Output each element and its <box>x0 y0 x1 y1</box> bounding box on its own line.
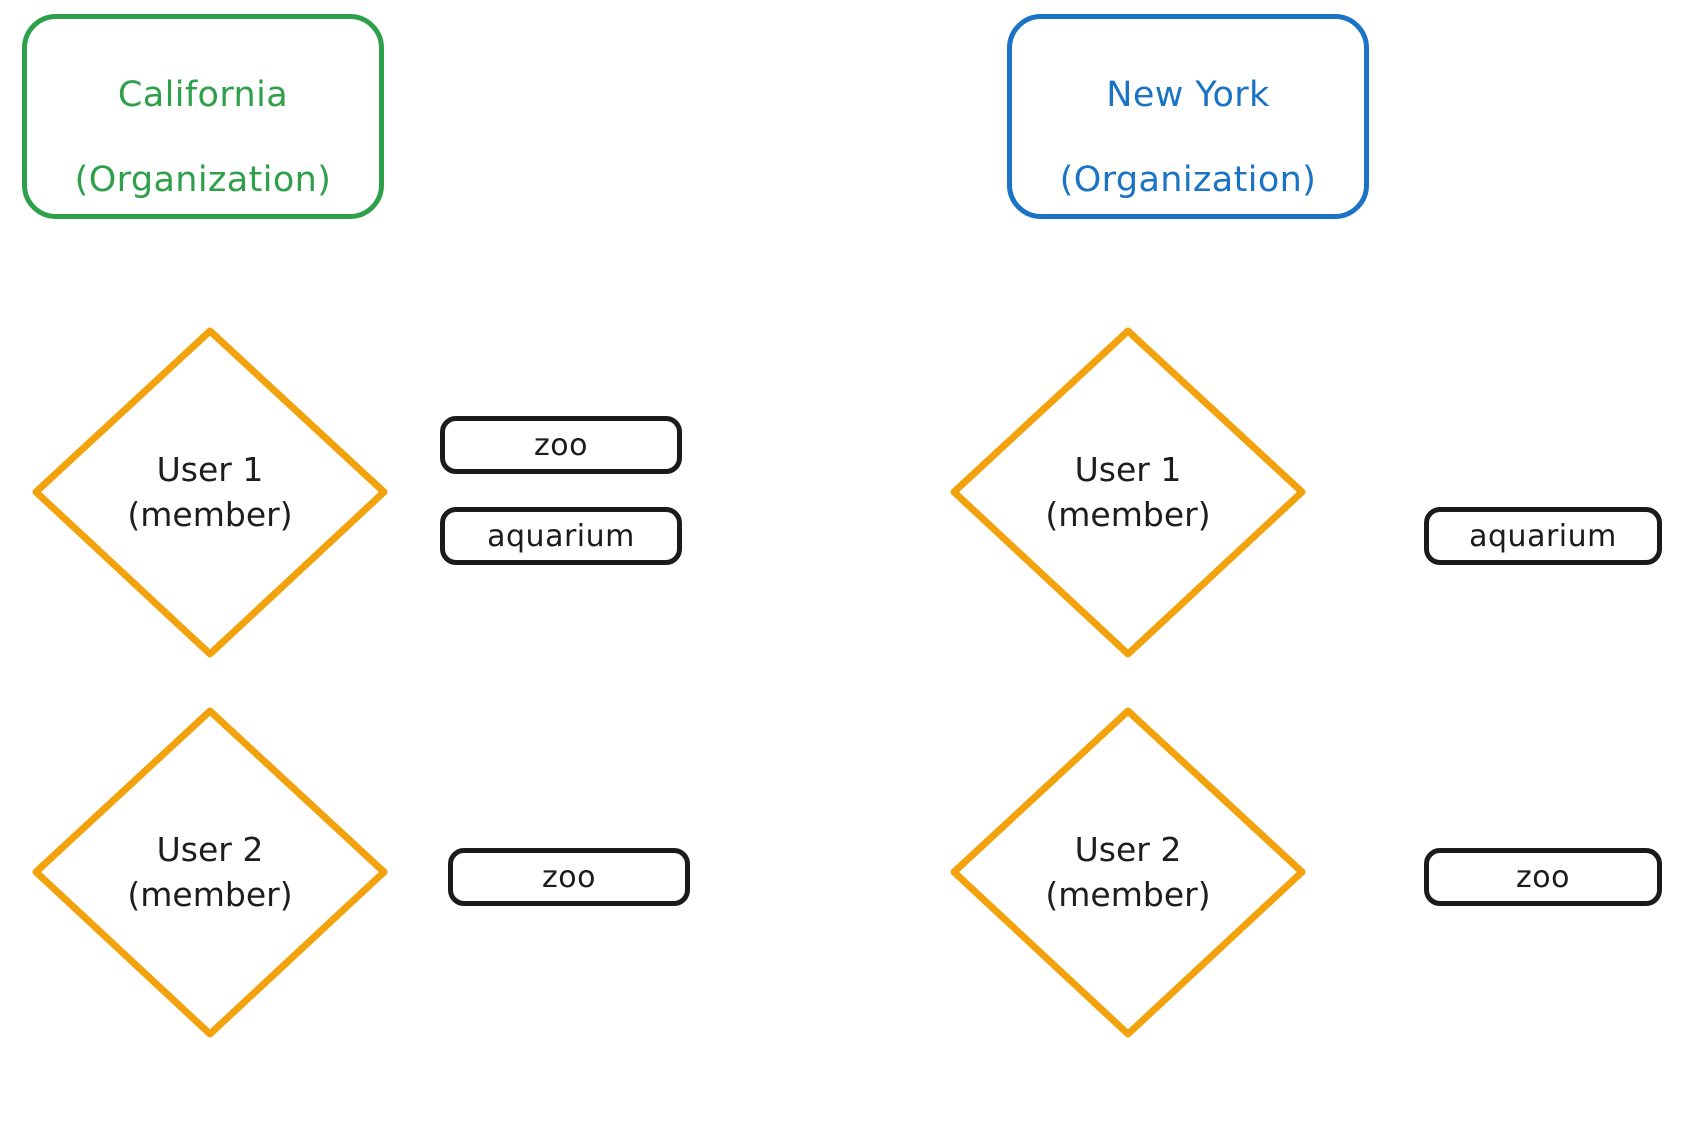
organization-name-new-york: New York <box>1106 74 1270 115</box>
tag-box-california-user-1-aquarium[interactable]: aquarium <box>440 507 682 565</box>
diamond-shape-icon <box>32 707 388 1038</box>
organization-label-new-york: New York (Organization) <box>1060 31 1317 202</box>
member-node-california-user-1[interactable]: User 1 (member) <box>30 325 390 660</box>
tag-box-california-user-2-zoo[interactable]: zoo <box>448 848 690 906</box>
tag-box-new-york-user-1-aquarium[interactable]: aquarium <box>1424 507 1662 565</box>
member-node-new-york-user-1[interactable]: User 1 (member) <box>948 325 1308 660</box>
organization-type-new-york: (Organization) <box>1059 160 1317 201</box>
member-node-california-user-2[interactable]: User 2 (member) <box>30 705 390 1040</box>
diamond-shape-icon <box>950 327 1306 658</box>
organization-node-california[interactable]: California (Organization) <box>22 14 384 219</box>
diamond-shape-icon <box>32 327 388 658</box>
tag-label-california-user-2-zoo: zoo <box>542 859 596 895</box>
tag-label-new-york-user-1-aquarium: aquarium <box>1469 518 1617 554</box>
tag-label-new-york-user-2-zoo: zoo <box>1516 859 1570 895</box>
organization-node-new-york[interactable]: New York (Organization) <box>1007 14 1369 219</box>
tag-box-california-user-1-zoo[interactable]: zoo <box>440 416 682 474</box>
tag-label-california-user-1-zoo: zoo <box>534 427 588 463</box>
organization-type-california: (Organization) <box>74 160 332 201</box>
diamond-shape-icon <box>950 707 1306 1038</box>
tag-box-new-york-user-2-zoo[interactable]: zoo <box>1424 848 1662 906</box>
tag-label-california-user-1-aquarium: aquarium <box>487 518 635 554</box>
organization-label-california: California (Organization) <box>75 31 332 202</box>
member-node-new-york-user-2[interactable]: User 2 (member) <box>948 705 1308 1040</box>
organization-name-california: California <box>117 74 289 115</box>
